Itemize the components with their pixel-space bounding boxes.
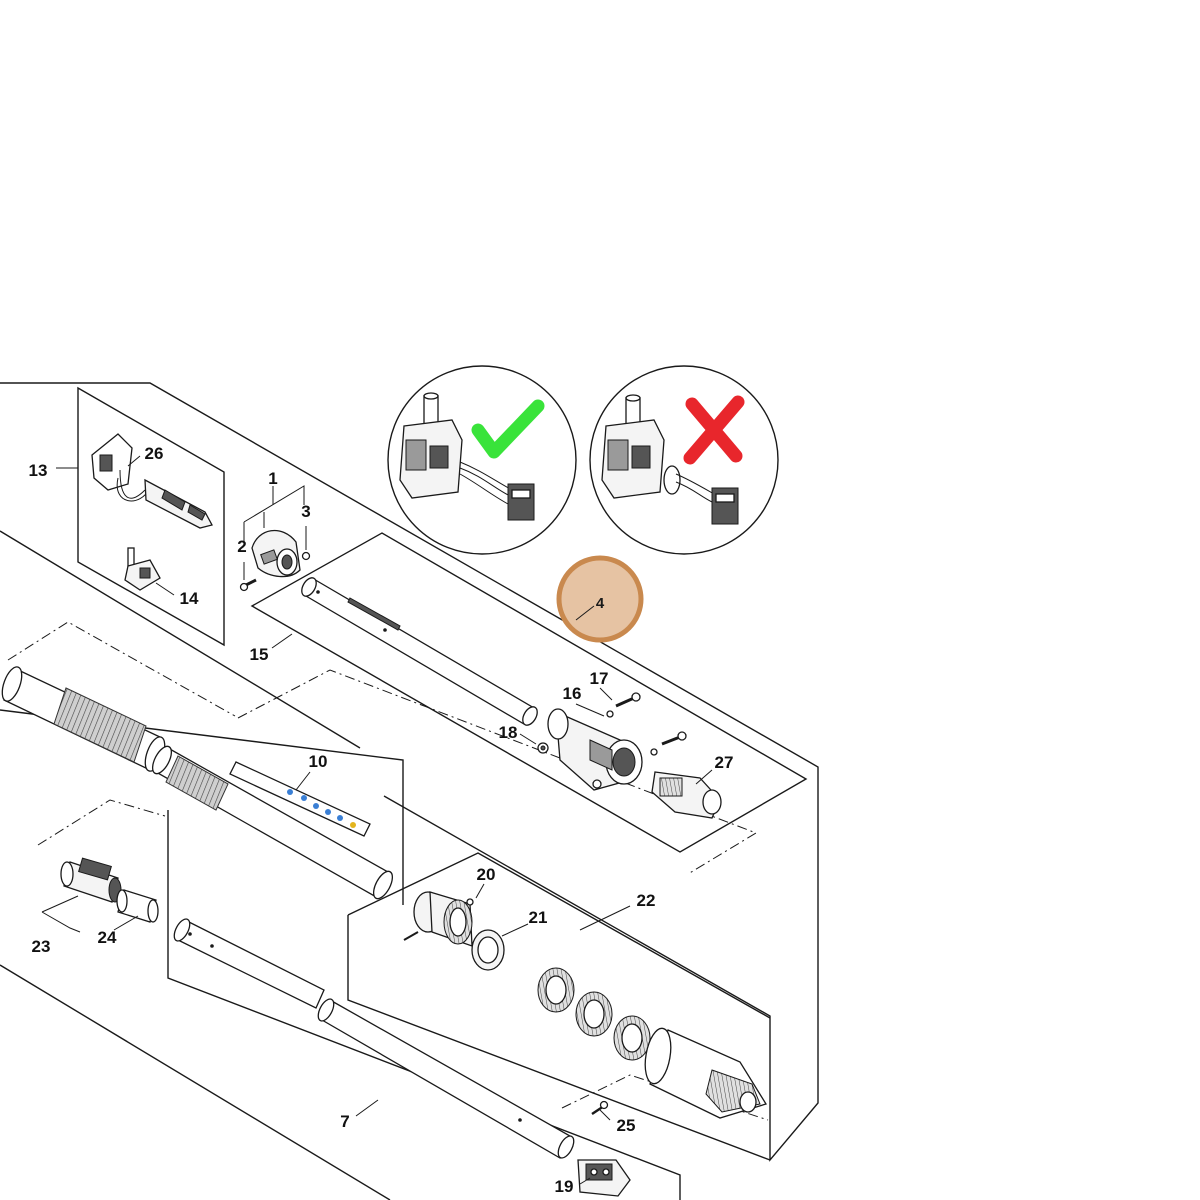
tube-housing-part-16 <box>547 708 643 791</box>
callout-labels: 13 26 14 1 3 2 15 17 16 18 27 10 20 22 2… <box>29 444 734 1196</box>
micro-switch-part-14 <box>124 547 161 591</box>
connector-part-19 <box>577 1159 631 1197</box>
callout-19: 19 <box>555 1177 574 1196</box>
nut-part-18 <box>537 742 549 754</box>
seal-ring-part-21 <box>471 929 505 971</box>
lower-shaft-part-7 <box>173 918 575 1159</box>
screw-part-2 <box>239 578 257 592</box>
callout-18: 18 <box>499 723 518 742</box>
switch-harness-part-26 <box>91 433 213 529</box>
inset-incorrect-connection <box>589 365 779 555</box>
callout-26: 26 <box>145 444 164 463</box>
callout-22: 22 <box>637 891 656 910</box>
callout-27: 27 <box>715 753 734 772</box>
clamp-rings <box>537 967 651 1061</box>
nozzle-kit-frame <box>347 852 771 1161</box>
callout-10: 10 <box>309 752 328 771</box>
screw-part-25 <box>591 1100 609 1116</box>
callout-20: 20 <box>477 865 496 884</box>
callout-3: 3 <box>301 502 310 521</box>
hotspot-label: 4 <box>596 595 605 612</box>
nut-part-3 <box>301 551 311 561</box>
coupling-frame <box>7 621 236 846</box>
callout-14: 14 <box>180 589 199 608</box>
callout-7: 7 <box>340 1112 349 1131</box>
callout-15: 15 <box>250 645 269 664</box>
cross-icon <box>683 395 745 465</box>
callout-23: 23 <box>32 937 51 956</box>
handle-tube <box>1 666 166 772</box>
clamp-part-1 <box>251 529 301 578</box>
callout-2: 2 <box>237 537 246 556</box>
connector-part-27 <box>651 771 722 819</box>
callout-13: 13 <box>29 461 48 480</box>
nozzle-body-part-22 <box>644 1027 767 1119</box>
check-icon <box>471 399 545 459</box>
screw-part-17 <box>606 692 687 756</box>
hotspot-marker[interactable] <box>556 555 644 643</box>
inset-correct-connection <box>387 365 577 555</box>
inner-tube-part-15 <box>301 577 538 726</box>
switch-frame <box>77 386 225 647</box>
sleeve-part-24 <box>116 889 159 923</box>
pump-tube-frame <box>237 532 808 875</box>
callout-1: 1 <box>268 469 277 488</box>
hotspot-part-4[interactable]: 4 <box>556 555 644 643</box>
callout-24: 24 <box>98 928 117 947</box>
shaft-tube-part-10 <box>151 745 394 900</box>
callout-17: 17 <box>590 669 609 688</box>
nozzle-head-part-20 <box>403 891 474 947</box>
coupling-part-23 <box>60 857 122 903</box>
leader-lines <box>41 455 713 1185</box>
callout-16: 16 <box>563 684 582 703</box>
callout-25: 25 <box>617 1116 636 1135</box>
callout-21: 21 <box>529 908 548 927</box>
